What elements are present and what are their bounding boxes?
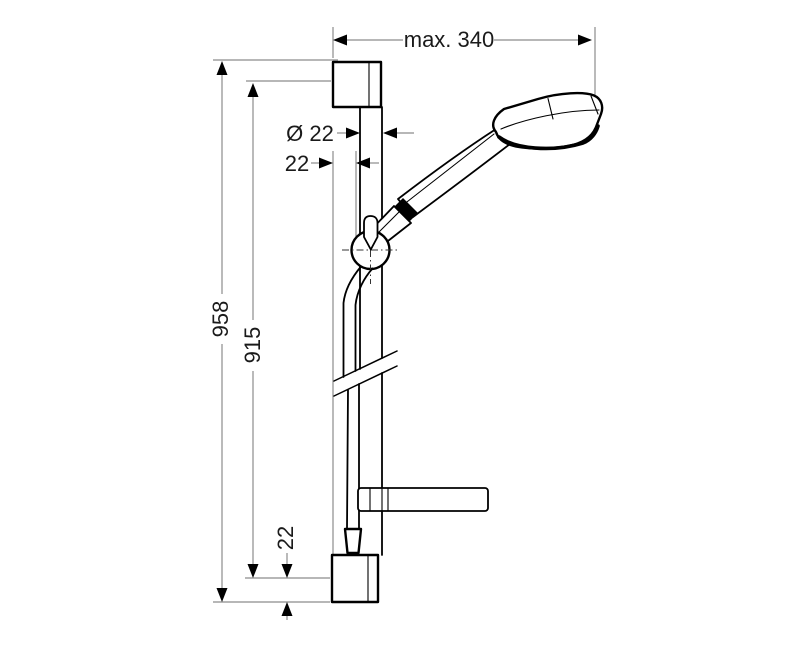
handle-band: [394, 198, 418, 222]
bottom-bracket: [330, 553, 380, 604]
hose-end-connector: [343, 527, 363, 555]
slider-holder: [342, 215, 400, 284]
top-bracket: [331, 60, 383, 109]
dim-bottom-offset-label: 22: [273, 526, 298, 550]
soap-dish: [357, 487, 489, 512]
hand-shower: [368, 91, 604, 249]
dimension-arrows: [216, 34, 592, 616]
dim-overall-height-label: 958: [208, 301, 233, 338]
shower-hose: [342, 265, 374, 555]
shower-set-figure: [330, 60, 604, 604]
break-marks: [333, 350, 398, 397]
dim-max-reach-label: max. 340: [404, 27, 495, 52]
dimension-labels: max. 340 958 915 22 Ø 22 22: [208, 27, 494, 550]
holder-lever: [363, 215, 379, 251]
dim-wall-clearance-label: 22: [285, 151, 309, 176]
spray-face-edge: [497, 124, 600, 151]
dim-fixing-distance-label: 915: [240, 327, 265, 364]
dimension-lines: [213, 27, 596, 620]
dim-bar-diameter-label: Ø 22: [286, 121, 334, 146]
hand-shower-handle: [397, 128, 511, 218]
